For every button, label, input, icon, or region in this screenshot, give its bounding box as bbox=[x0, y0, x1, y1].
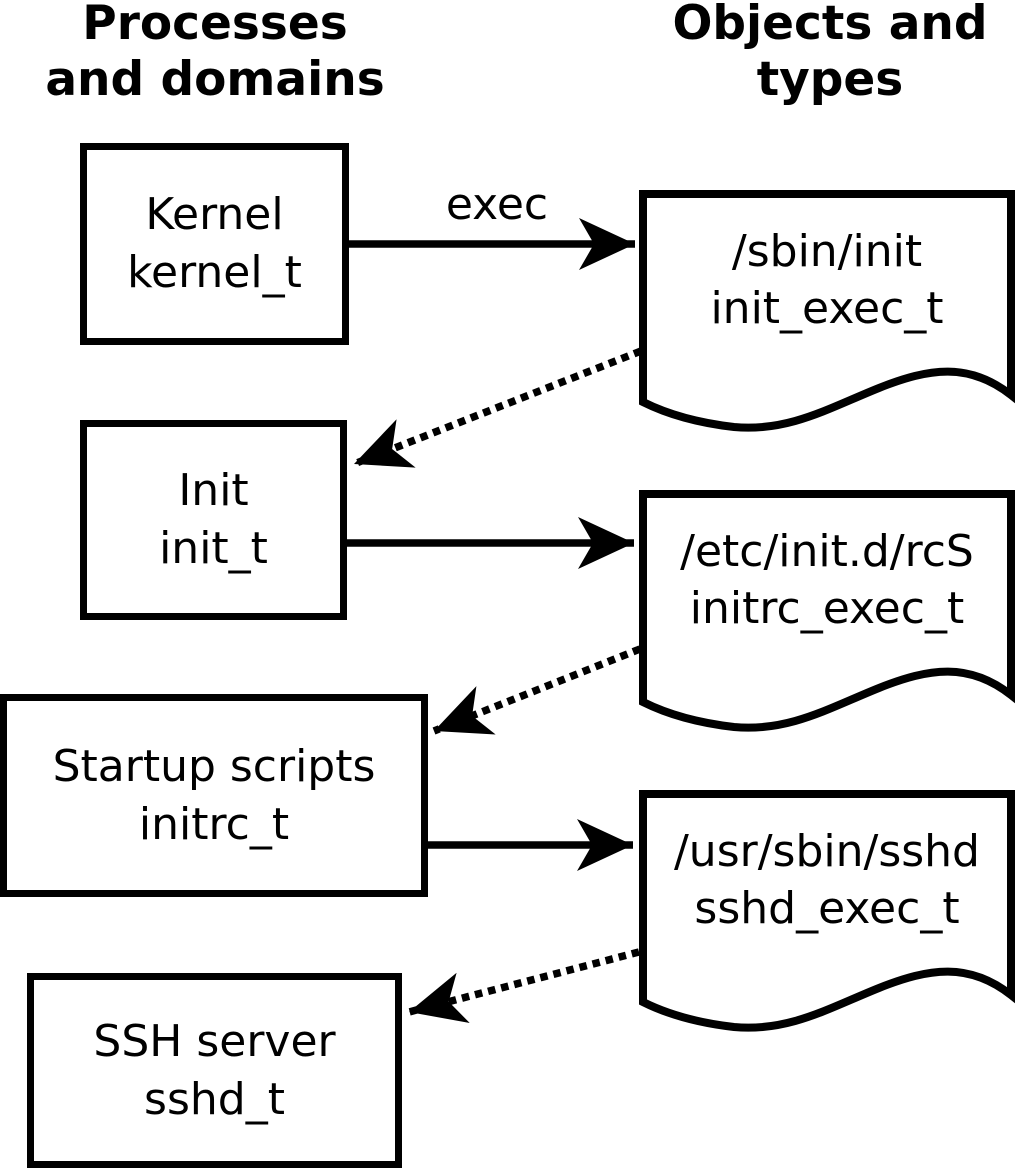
exec-arrow-label: exec bbox=[445, 179, 549, 230]
heading-line: Objects and bbox=[672, 0, 988, 51]
object-path: /usr/sbin/sshd bbox=[673, 826, 980, 877]
document-shape-sbin-init bbox=[639, 190, 1015, 432]
process-name: Kernel bbox=[145, 189, 284, 240]
object-path: /sbin/init bbox=[731, 226, 923, 277]
process-box-init: Init init_t bbox=[80, 420, 347, 620]
object-label-sbin-init: /sbin/init init_exec_t bbox=[639, 223, 1015, 337]
process-name: Init bbox=[178, 465, 249, 516]
heading-line: types bbox=[756, 52, 904, 107]
process-box-kernel: Kernel kernel_t bbox=[80, 143, 349, 345]
transition-arrow-initrc-exec-to-initrc bbox=[432, 645, 642, 735]
object-type: sshd_exec_t bbox=[694, 883, 960, 934]
object-type: initrc_exec_t bbox=[689, 583, 965, 634]
process-box-ssh-server: SSH server sshd_t bbox=[27, 973, 402, 1168]
object-path: /etc/init.d/rcS bbox=[680, 526, 974, 577]
heading-line: Processes bbox=[82, 0, 348, 51]
object-label-usr-sbin-sshd: /usr/sbin/sshd sshd_exec_t bbox=[639, 823, 1015, 937]
process-domain: initrc_t bbox=[138, 798, 290, 850]
process-domain: init_t bbox=[159, 523, 268, 574]
document-shape-etc-initd-rcs bbox=[639, 490, 1015, 732]
document-shape-usr-sbin-sshd bbox=[639, 790, 1015, 1032]
column-heading-processes: Processes and domains bbox=[20, 0, 410, 108]
process-name: SSH server bbox=[93, 1015, 336, 1067]
column-heading-objects: Objects and types bbox=[635, 0, 1024, 108]
process-box-startup-scripts: Startup scripts initrc_t bbox=[0, 694, 428, 897]
object-type: init_exec_t bbox=[710, 283, 944, 334]
process-domain: kernel_t bbox=[127, 247, 302, 298]
process-name: Startup scripts bbox=[52, 740, 376, 792]
heading-line: and domains bbox=[45, 52, 385, 107]
transition-arrow-init-exec-to-init bbox=[352, 347, 643, 468]
process-domain: sshd_t bbox=[144, 1073, 285, 1125]
object-label-etc-initd-rcs: /etc/init.d/rcS initrc_exec_t bbox=[639, 523, 1015, 637]
transition-arrow-sshd-exec-to-sshd bbox=[408, 948, 640, 1024]
